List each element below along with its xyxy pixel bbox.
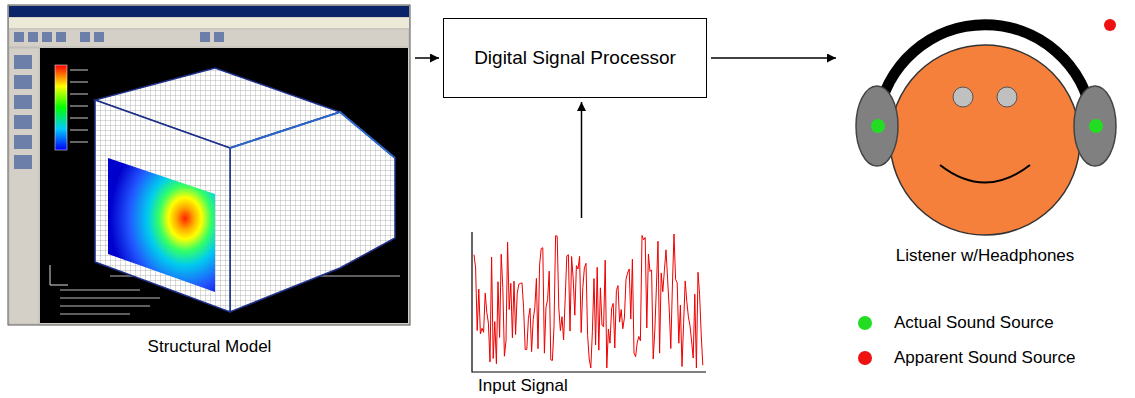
arrow-connector xyxy=(581,102,583,218)
legend-entry: Apparent Sound Source xyxy=(858,348,1075,368)
legend-entry: Actual Sound Source xyxy=(858,313,1054,333)
figure-caption: Input Signal xyxy=(478,376,568,396)
legend-text: Apparent Sound Source xyxy=(894,348,1075,368)
noise-trace xyxy=(474,234,703,368)
ear-cup xyxy=(1074,86,1116,166)
legend-swatch xyxy=(858,351,872,365)
actual-source-dot xyxy=(871,119,885,133)
process-box: Digital Signal Processor xyxy=(443,18,707,98)
figure-caption: Listener w/Headphones xyxy=(896,246,1075,266)
apparent-source-dot xyxy=(1104,19,1116,31)
software-screenshot xyxy=(8,5,410,325)
legend-swatch xyxy=(858,316,872,330)
screenshot-figure: Structural Model xyxy=(8,5,411,357)
headband xyxy=(878,25,1092,118)
signal-plot xyxy=(472,232,706,372)
listener-figure: Listener w/Headphones xyxy=(840,10,1130,266)
legend-text: Actual Sound Source xyxy=(894,313,1054,333)
ear-cup xyxy=(856,86,898,166)
box-label: Digital Signal Processor xyxy=(474,47,676,70)
arrow-connector xyxy=(711,57,836,59)
arrow-connector xyxy=(415,57,439,59)
actual-source-dot xyxy=(1089,119,1103,133)
figure-caption: Structural Model xyxy=(148,337,272,357)
listener-head xyxy=(856,19,1116,235)
signal-figure: Input Signal xyxy=(468,222,708,396)
